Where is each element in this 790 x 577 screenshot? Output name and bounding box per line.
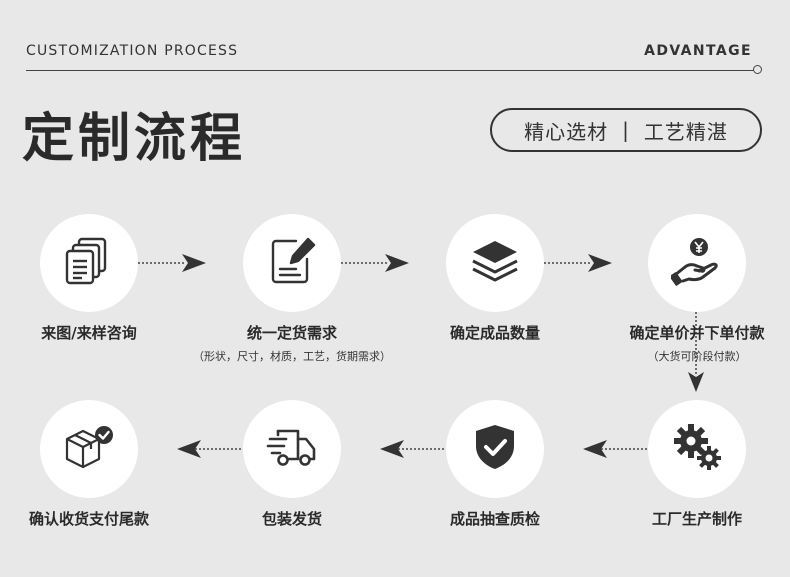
arrow-left-3: [177, 440, 201, 458]
arrow-right-2: [385, 254, 409, 272]
arrow-left-1: [583, 440, 607, 458]
step-5-label: 工厂生产制作: [651, 510, 742, 528]
step-2-label: 统一定货需求: [246, 324, 337, 342]
step-1-circle: [40, 214, 138, 312]
arrow-right-1: [182, 254, 206, 272]
step-2-circle: [243, 214, 341, 312]
pill-separator: |: [622, 118, 630, 142]
advantage-pill: 精心选材 | 工艺精湛: [490, 108, 762, 152]
divider-end-dot: [753, 65, 762, 74]
header-divider: [26, 70, 754, 71]
arrow-down: [688, 372, 704, 392]
layers-icon: [469, 235, 521, 291]
step-8-label: 确认收货支付尾款: [28, 510, 149, 528]
step-5-circle: [648, 400, 746, 498]
pill-right-text: 工艺精湛: [643, 119, 728, 144]
subtitle-en: CUSTOMIZATION PROCESS: [26, 43, 239, 59]
step-4-circle: [648, 214, 746, 312]
step-8-circle: [40, 400, 138, 498]
step-7-circle: [243, 400, 341, 498]
documents-icon: [63, 235, 115, 291]
delivery-truck-icon: [266, 421, 318, 477]
arrow-left-2: [380, 440, 404, 458]
box-check-icon: [63, 421, 115, 477]
advantage-label: ADVANTAGE: [644, 43, 752, 59]
pill-left-text: 精心选材: [524, 119, 609, 144]
step-2-note: （形状，尺寸，材质，工艺，货期需求）: [193, 350, 391, 363]
step-6-circle: [446, 400, 544, 498]
edit-document-icon: [266, 235, 318, 291]
hand-yen-icon: [669, 235, 723, 291]
page-title: 定制流程: [22, 109, 247, 169]
step-7-label: 包装发货: [261, 510, 322, 528]
arrow-right-3: [588, 254, 612, 272]
step-4-note: （大货可阶段付款）: [647, 350, 747, 363]
shield-check-icon: [469, 421, 521, 477]
step-6-label: 成品抽查质检: [449, 510, 540, 528]
step-4-label: 确定单价并下单付款: [629, 324, 765, 342]
step-3-label: 确定成品数量: [449, 324, 540, 342]
gears-icon: [671, 421, 723, 477]
step-1-label: 来图/来样咨询: [41, 324, 137, 342]
step-3-circle: [446, 214, 544, 312]
